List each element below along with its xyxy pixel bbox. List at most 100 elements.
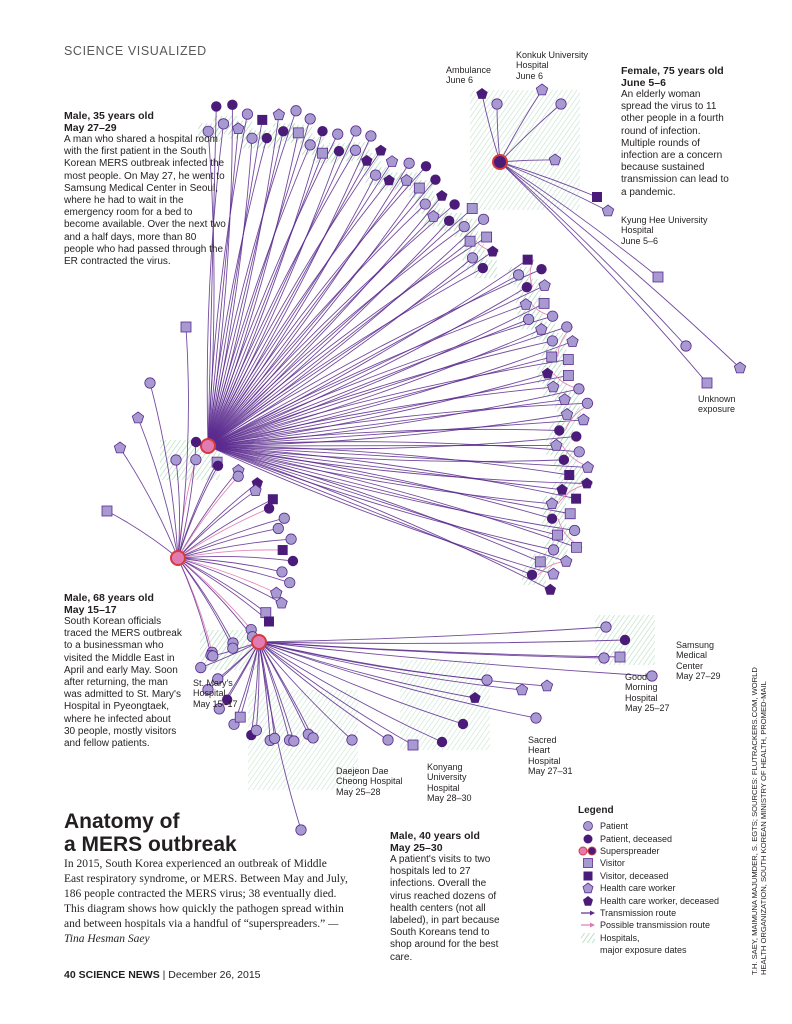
route-line <box>499 161 708 384</box>
circle-dark-icon <box>578 833 598 845</box>
case-node <box>556 483 568 495</box>
route-line <box>207 119 263 447</box>
route-line <box>137 417 179 559</box>
case-node <box>515 683 529 696</box>
case-node <box>601 204 615 217</box>
case-node <box>652 271 664 283</box>
route-line <box>207 326 567 447</box>
case-node <box>131 411 145 424</box>
legend-item-patient-deceased: Patient, deceased <box>578 832 728 844</box>
case-node <box>564 469 575 480</box>
note-heading: Male, 40 years old <box>390 830 480 842</box>
note-female-75: Female, 75 years old June 5–6 An elderly… <box>621 65 731 199</box>
case-node <box>569 524 581 537</box>
route-line <box>207 414 568 447</box>
case-node <box>427 210 440 222</box>
case-node <box>546 513 558 524</box>
route-line <box>258 641 653 677</box>
case-node <box>457 718 469 730</box>
route-line <box>207 267 484 447</box>
case-node <box>250 724 262 736</box>
route-line <box>207 268 542 447</box>
route-line <box>177 490 256 559</box>
route-line <box>177 498 274 559</box>
case-node <box>285 533 297 545</box>
case-node <box>272 108 286 121</box>
route-line <box>207 180 407 447</box>
route-line <box>207 402 588 447</box>
page-number: 40 <box>64 969 76 981</box>
route-line <box>207 341 573 447</box>
case-node <box>400 174 413 186</box>
route-line <box>207 445 571 515</box>
case-node <box>207 650 219 662</box>
page-footer: 40 SCIENCE NEWS | December 26, 2015 <box>64 969 261 981</box>
case-node <box>246 132 258 144</box>
case-node <box>491 98 503 110</box>
case-node <box>566 335 579 347</box>
case-node <box>535 323 548 335</box>
route-line <box>207 161 393 447</box>
section-label: SCIENCE VISUALIZED <box>64 44 207 58</box>
case-node <box>519 298 533 310</box>
route-line <box>258 641 621 658</box>
transmission-routes <box>106 89 741 831</box>
route-line <box>207 220 450 447</box>
case-node <box>577 413 590 426</box>
route-line <box>207 110 297 447</box>
route-line <box>177 557 290 584</box>
case-node <box>227 99 238 111</box>
case-node <box>544 583 556 595</box>
route-line <box>258 641 476 699</box>
note-body: A man who shared a hospital room with th… <box>64 134 226 268</box>
possible-route-line <box>177 508 270 559</box>
case-node <box>190 454 202 466</box>
case-node <box>466 203 478 214</box>
route-line <box>207 304 527 447</box>
case-node <box>275 596 288 609</box>
legend-item-superspreader: Superspreader <box>578 845 728 857</box>
note-heading: Female, 75 years old <box>621 65 724 77</box>
case-node <box>332 128 344 140</box>
case-node <box>292 127 304 139</box>
route-line <box>207 419 584 447</box>
route-line <box>206 123 224 447</box>
route-line <box>207 445 577 500</box>
legend-item-health-care-worker: Health care worker <box>578 882 728 894</box>
route-line <box>258 641 353 741</box>
legend-item-exposure-dates: major exposure dates <box>600 945 687 956</box>
case-node <box>317 126 328 137</box>
case-node <box>333 145 345 157</box>
route-line <box>177 482 258 559</box>
byline: — Tina Hesman Saey <box>64 918 339 946</box>
case-node <box>560 554 573 567</box>
superspreader-node <box>251 634 267 650</box>
legend-item-visitor: Visitor <box>578 857 728 869</box>
case-node <box>211 101 222 112</box>
route-line <box>207 131 215 447</box>
route-line <box>207 104 233 447</box>
case-node <box>680 340 692 352</box>
case-node <box>365 130 377 142</box>
case-node <box>546 335 558 347</box>
case-node <box>512 269 525 281</box>
superspreader-node <box>170 550 186 566</box>
legend-item-patient: Patient <box>578 820 728 832</box>
route-line <box>207 386 554 447</box>
route-line <box>499 89 543 163</box>
route-line <box>177 555 294 562</box>
superspreader-node <box>200 438 216 454</box>
case-node <box>449 199 460 210</box>
note-body: An elderly woman spread the virus to 11 … <box>621 89 729 198</box>
legend: Legend Patient Patient, deceased Supersp… <box>578 805 728 956</box>
route-line <box>207 138 253 447</box>
route-line <box>207 106 217 447</box>
case-node <box>278 512 290 524</box>
route-line <box>207 286 528 447</box>
route-line <box>207 445 553 520</box>
case-node <box>555 98 567 110</box>
